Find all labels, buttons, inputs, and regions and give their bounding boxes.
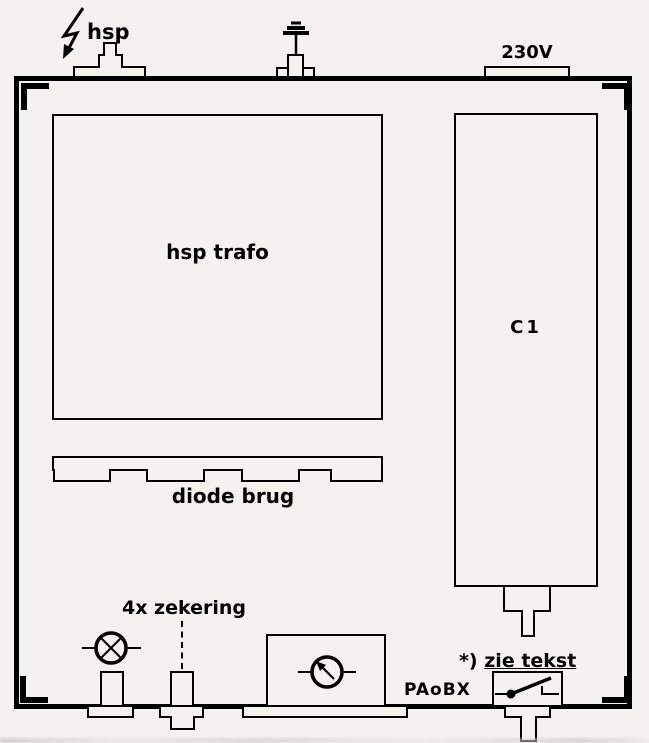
diode-bridge-tab — [241, 469, 300, 482]
diode-bridge-label: diode brug — [171, 484, 295, 508]
indicator-lamp-icon — [82, 631, 141, 665]
capacitor-box: C1 — [454, 113, 598, 587]
lightning-arrow-icon — [60, 7, 85, 59]
transformer-label: hsp trafo — [166, 240, 269, 264]
corner-bracket-bottom-left — [20, 676, 48, 703]
diode-bridge-tab — [53, 469, 111, 482]
corner-bracket-top-left — [21, 83, 49, 110]
footnote-text: zie tekst — [484, 650, 577, 672]
bottom-tab-fuse-pin — [170, 716, 195, 730]
mains-inlet-body — [484, 66, 570, 78]
diode-bridge-bar — [52, 456, 383, 471]
capacitor-terminal — [503, 585, 551, 612]
meter-box — [266, 634, 386, 705]
fuses-label: 4x zekering — [121, 597, 247, 619]
panel-meter-icon — [298, 655, 356, 689]
bottom-tab-lamp — [87, 707, 134, 718]
capacitor-terminal-pin — [521, 610, 535, 637]
diode-bridge-tab — [146, 469, 205, 482]
hv-connector-label: hsp — [87, 20, 130, 44]
mains-voltage-label: 230V — [501, 42, 553, 63]
earth-ground-icon — [283, 21, 309, 56]
transformer-box: hsp trafo — [52, 114, 383, 420]
hv-connector-tip — [103, 42, 117, 56]
footnote-marker: *) — [459, 650, 478, 672]
power-switch-box — [492, 671, 563, 705]
power-switch-icon — [495, 676, 559, 699]
scan-artifact — [0, 738, 649, 743]
hv-connector-body — [98, 54, 123, 68]
capacitor-label: C1 — [510, 317, 542, 338]
footnote-label: *) zie tekst — [459, 652, 576, 671]
fuse-holder — [170, 671, 194, 705]
diode-bridge-tab — [330, 469, 383, 482]
enclosure-outline — [14, 76, 632, 709]
bottom-tab-wide — [242, 707, 408, 718]
fuse-pointer-line — [181, 621, 183, 669]
callsign-label: PAoBX — [404, 680, 471, 700]
corner-bracket-top-right — [602, 83, 630, 110]
earth-connector-body — [287, 54, 304, 78]
corner-bracket-bottom-right — [602, 676, 630, 703]
lamp-holder — [100, 671, 124, 705]
